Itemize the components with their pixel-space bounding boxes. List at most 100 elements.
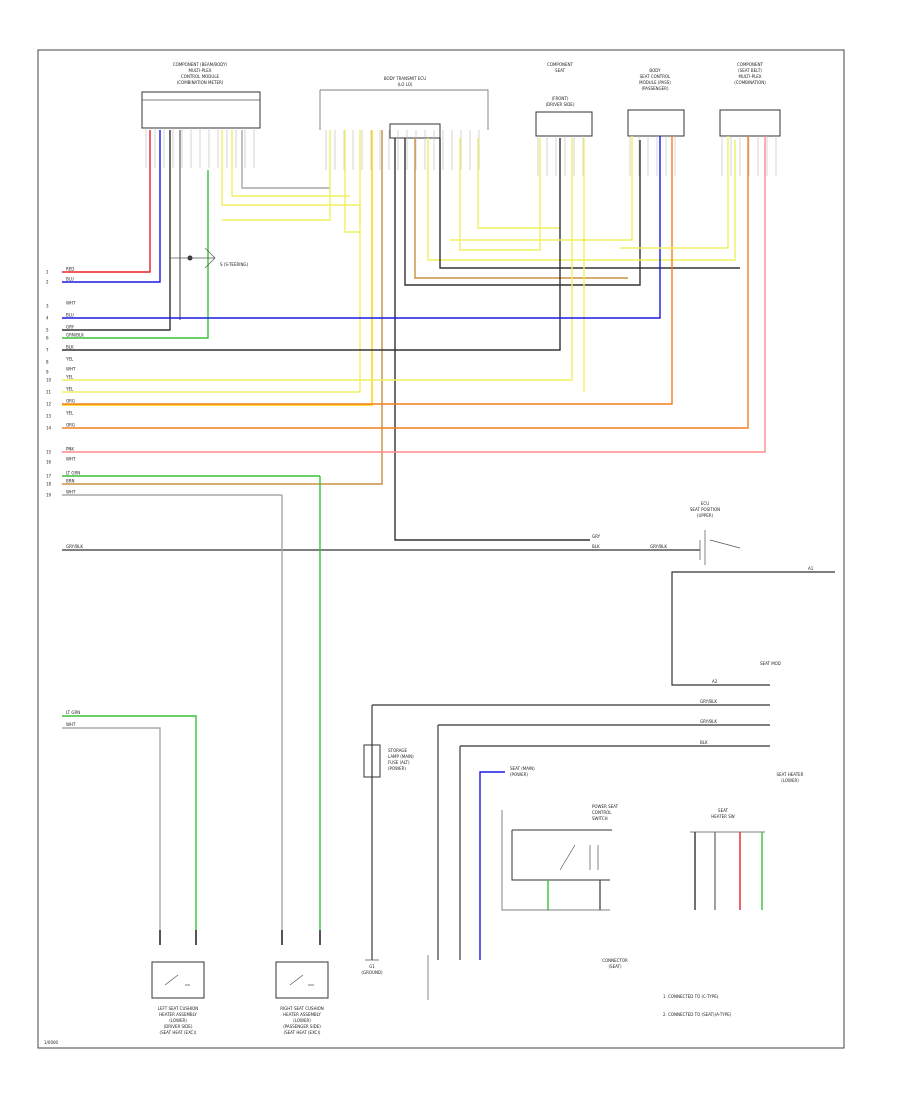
c5-label-1: (SEAT BELT): [738, 68, 762, 73]
left-wire-code: BRN: [66, 479, 75, 484]
rwl-2: BLK: [700, 740, 708, 745]
c2-bracket: [319, 89, 489, 130]
c3-label-3: (DRIVER SIDE): [546, 102, 575, 107]
lower-r-3: (PASSENGER SIDE): [283, 1024, 321, 1029]
rwl-1: GRY/BLK: [700, 719, 717, 724]
c2-label-1: (LO LO): [398, 82, 413, 87]
legend-0: 1. CONNECTED TO (C-TYPE): [663, 994, 719, 999]
c5-connector: [719, 109, 781, 137]
right-heater-box: [275, 961, 329, 999]
power-seat-switch: POWER SEAT CONTROL SWITCH: [501, 804, 619, 911]
left-wire-number: 6: [46, 336, 49, 341]
left-wire-number: 18: [46, 482, 52, 487]
left-wire-number: 14: [46, 426, 52, 431]
heater-l-0: SEAT HEATER: [777, 772, 804, 777]
left-wire-bundle: 1RED2BLU3WHT4BLU5GRY6GRN/BLK7BLK8YEL9WHT…: [46, 267, 84, 498]
splice-symbol: [170, 247, 216, 269]
wire-yellow-c2f: [459, 138, 541, 251]
fuse-1: LAMP (MAIN): [388, 754, 414, 759]
lower-l-4: (SEAT HEAT (EXC)): [160, 1030, 197, 1035]
left-heater-box: [151, 961, 205, 999]
wire-blue-c4: [62, 136, 661, 319]
rwl-0: GRY/BLK: [700, 699, 717, 704]
wire-yellow-c2d: [62, 130, 373, 406]
wire-black-c2c: [439, 138, 740, 269]
wire-lr-3: [459, 745, 770, 960]
lower-wire-label-1: WHT: [66, 722, 76, 727]
lower-l-0: LEFT SEAT CUSHION: [158, 1006, 199, 1011]
wire-yellow-c2b: [344, 130, 360, 233]
lower-wire-label-0: LT GRN: [66, 710, 80, 715]
jb-pin-1: A2: [712, 679, 718, 684]
c3-label-0: COMPONENT: [547, 62, 573, 67]
ecu-right-label-1: SEAT POSITION: [690, 507, 720, 512]
left-wire-number: 1: [46, 270, 49, 275]
sw-box: [511, 829, 612, 881]
c1-label-3: (COMBINATION METER): [177, 80, 224, 85]
left-wire-code: ORG: [66, 399, 75, 404]
left-wire-code: WHT: [66, 490, 76, 495]
ecu-right: ECU SEAT POSITION (UPPER): [690, 501, 741, 565]
gnd-1: (GROUND): [361, 970, 383, 975]
lower-r-4: (SEAT HEAT (EXC)): [284, 1030, 321, 1035]
component-c5: COMPONENT (SEAT BELT) MULTI-PLEX (COMBIN…: [719, 62, 781, 137]
left-wire-number: 13: [46, 414, 52, 419]
left-wire-number: 17: [46, 474, 52, 479]
ecu-right-label-0: ECU: [701, 501, 709, 506]
c1-label-0: COMPONENT (BEAM/BODY): [173, 62, 228, 67]
c5-label-2: MULTI-PLEX: [738, 74, 761, 79]
bus-right-label-2: BLK: [592, 544, 600, 549]
connector-pin-ticks: [145, 128, 777, 176]
heater-l-1: (LOWER): [781, 778, 799, 783]
left-wire-code: YEL: [65, 411, 74, 416]
heater-r-0: SEAT: [718, 808, 728, 813]
left-wire-number: 12: [46, 402, 52, 407]
left-wire-number: 8: [46, 360, 49, 365]
jb-pin-0: A1: [808, 566, 814, 571]
c2-sub-connector: [389, 123, 441, 139]
left-wire-code: GRN/BLK: [66, 333, 84, 338]
wire-green-lower: [62, 475, 321, 930]
sw-2: SWITCH: [592, 816, 608, 821]
c5-label-3: (COMBINATION): [734, 80, 766, 85]
left-wire-code: BLU: [66, 277, 74, 282]
wire-orange-c4: [62, 136, 673, 405]
component-c3: COMPONENT SEAT (FRONT) (DRIVER SIDE): [535, 62, 593, 137]
c4-label-3: (PASSENGER): [641, 86, 668, 91]
lower-l-2: (LOWER): [169, 1018, 187, 1023]
c4-label-0: BODY: [649, 68, 661, 73]
c3-connector: [535, 111, 593, 137]
left-wire-code: WHT: [66, 457, 76, 462]
wire-black-c1: [62, 130, 171, 331]
left-wire-number: 3: [46, 304, 49, 309]
wire-white-c1: [241, 130, 330, 189]
ground: G1 (GROUND): [361, 940, 383, 975]
wire-blue-c1: [62, 130, 161, 283]
ecu-right-label-2: (UPPER): [697, 513, 714, 518]
wire-blue-lower: [479, 771, 505, 960]
gnd-0: G1: [369, 964, 375, 969]
c4-label-2: MODULE (PASS): [639, 80, 671, 85]
left-wire-number: 9: [46, 370, 49, 375]
jb-label: SEAT MOD: [760, 661, 781, 666]
wire-green-c1: [62, 170, 209, 339]
left-wire-code: BLK: [66, 345, 74, 350]
bus-right-label-1: GRY/BLK: [650, 544, 667, 549]
component-c4: BODY SEAT CONTROL MODULE (PASS) (PASSENG…: [627, 68, 685, 137]
left-wire-code: ORG: [66, 423, 75, 428]
sw-0: POWER SEAT: [592, 804, 619, 809]
splice-label: S (S-TEERING): [220, 262, 249, 267]
left-wire-number: 15: [46, 450, 52, 455]
left-wire-code: YEL: [65, 387, 74, 392]
wire-yellow-c2e: [427, 138, 736, 261]
lower-l-1: HEATER ASSEMBLY: [159, 1012, 197, 1017]
fuse: STORAGE LAMP (MAIN) FUSE (ALT) (POWER): [363, 744, 414, 778]
wire-brown-c2b: [414, 138, 628, 279]
left-wire-number: 2: [46, 280, 49, 285]
left-wire-code: WHT: [66, 367, 76, 372]
component-c2: BODY TRANSMIT ECU (LO LO): [319, 76, 489, 139]
wire-brown-c2: [62, 130, 383, 485]
wire-green-l2: [62, 715, 197, 930]
c1-label-1: MULTI-PLEX: [188, 68, 211, 73]
heater-connector-ticks: [159, 930, 321, 945]
